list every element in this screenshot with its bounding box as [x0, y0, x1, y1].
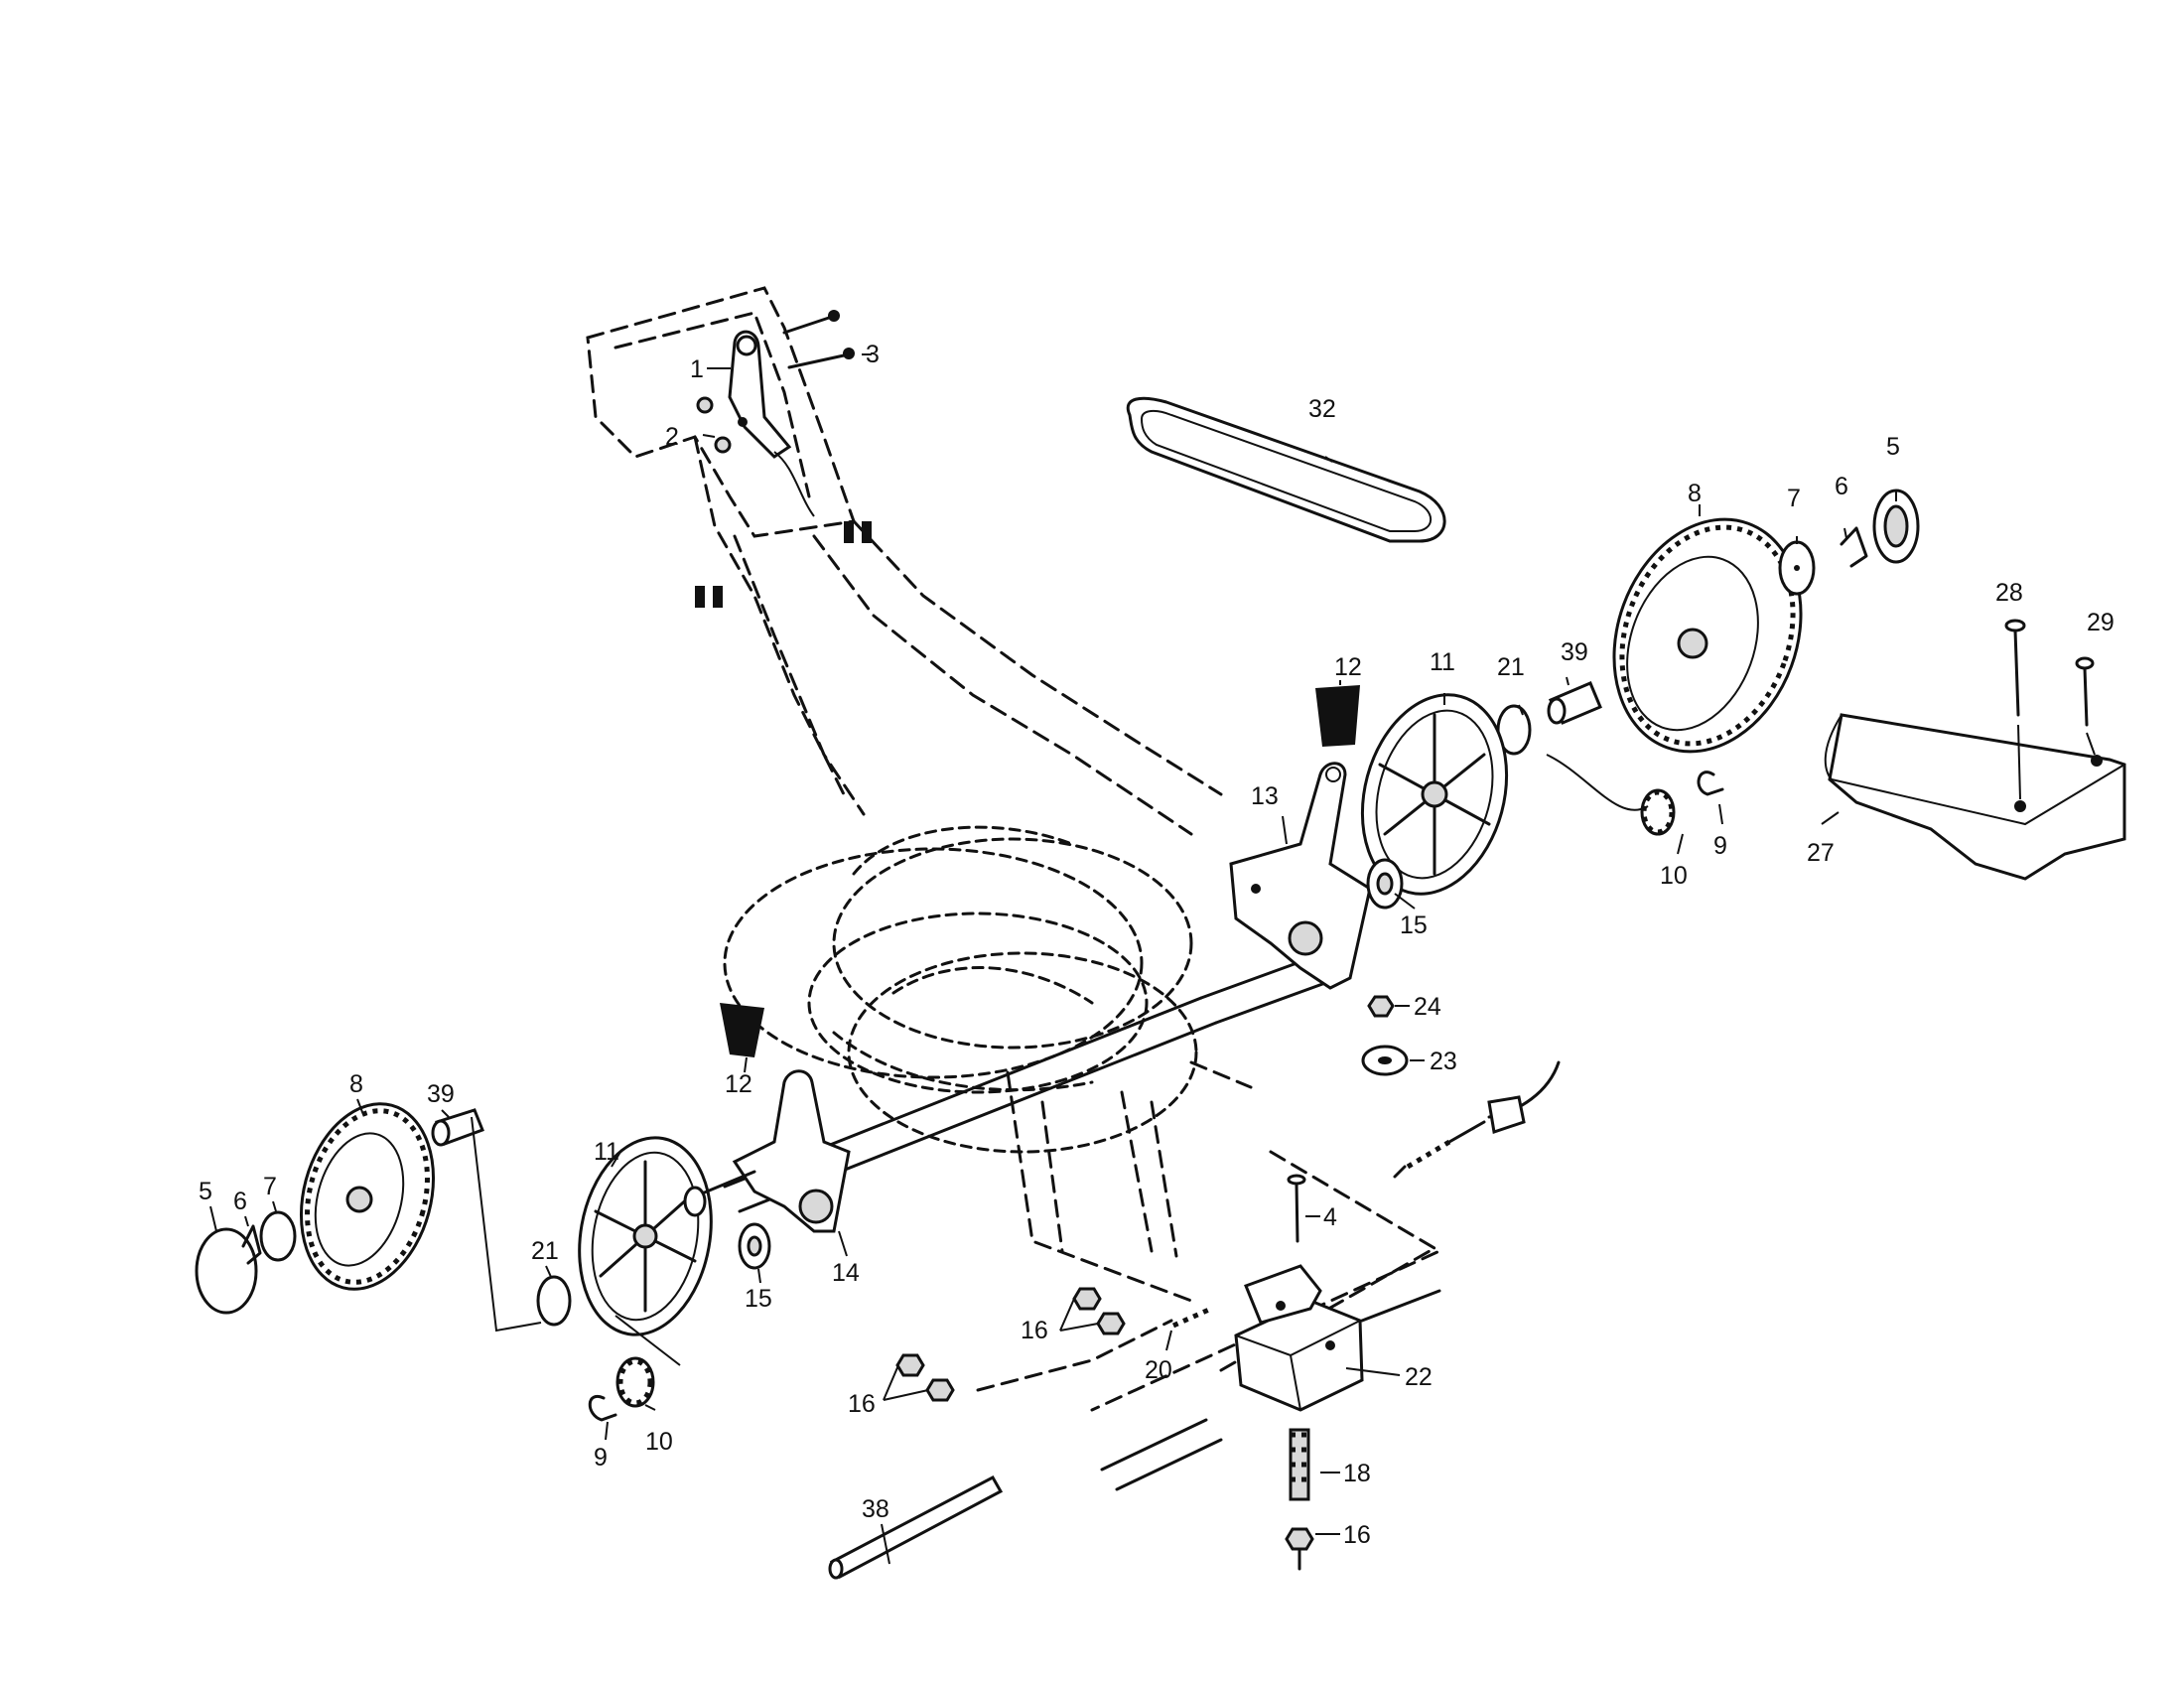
- callout-6-left: 6: [233, 1188, 247, 1215]
- transmission-22: [1100, 1264, 1441, 1491]
- left-height-adjuster-14: [683, 1069, 851, 1233]
- callout-10-right: 10: [1660, 862, 1688, 890]
- lever-nuts: [696, 396, 732, 454]
- callout-23: 23: [1430, 1048, 1457, 1075]
- lever-bolts: [782, 310, 855, 369]
- callout-16-left: 16: [848, 1390, 876, 1418]
- callout-15-left: 15: [745, 1285, 772, 1313]
- callout-14: 14: [832, 1259, 860, 1287]
- right-spacer-39: [1547, 681, 1602, 725]
- spring-20: [1171, 1306, 1213, 1329]
- callout-7-right: 7: [1787, 485, 1801, 512]
- callout-8-right: 8: [1688, 480, 1702, 507]
- callout-16-bottom: 16: [1343, 1521, 1371, 1549]
- drive-belt: [1126, 396, 1446, 543]
- left-wheel-hub-11: [578, 1136, 713, 1336]
- right-washer-7: [1778, 540, 1816, 596]
- callout-11-right: 11: [1430, 648, 1455, 676]
- right-clip-6: [1840, 526, 1868, 568]
- right-wheel-hub-11: [1360, 693, 1509, 896]
- callout-7-left: 7: [263, 1173, 277, 1200]
- callout-9-left: 9: [594, 1444, 608, 1472]
- rear-skirt-bolt-28: [2004, 619, 2026, 800]
- right-bearing-15: [1366, 858, 1404, 910]
- engine-outline: [723, 825, 1198, 1154]
- callout-21-right: 21: [1497, 653, 1525, 681]
- callout-1: 1: [690, 355, 704, 383]
- deck-outline: [976, 1060, 1443, 1412]
- callout-5-right: 5: [1886, 433, 1900, 461]
- callout-39-left: 39: [427, 1080, 455, 1108]
- right-hubcap-5: [1872, 489, 1920, 564]
- bearing-23: [1361, 1045, 1409, 1076]
- left-washer-21: [536, 1275, 572, 1327]
- nut-16-bottom: [1285, 1527, 1314, 1571]
- right-retaining-ring-9: [1697, 771, 1724, 796]
- left-bearing-15: [738, 1222, 771, 1270]
- callout-labels: 1 2 3 32 5 6 7 8 28 29 12 11 21 39 13 15…: [199, 341, 2115, 1549]
- callout-11-left: 11: [594, 1138, 619, 1166]
- callout-27: 27: [1807, 839, 1835, 867]
- callout-3: 3: [866, 341, 880, 368]
- callout-22: 22: [1405, 1363, 1433, 1391]
- callout-28: 28: [1995, 579, 2023, 607]
- right-shift-knob-12: [1315, 685, 1360, 747]
- spring-18: [1289, 1428, 1310, 1501]
- callout-12-left: 12: [725, 1070, 752, 1098]
- left-pinion-gear-10: [615, 1356, 655, 1408]
- right-height-adjuster-13: [1229, 762, 1372, 990]
- callout-5-left: 5: [199, 1178, 212, 1205]
- callout-18: 18: [1343, 1460, 1371, 1487]
- cable-and-spring: [1393, 1060, 1561, 1179]
- drive-rod-38: [828, 1474, 1004, 1580]
- callout-21-left: 21: [531, 1237, 559, 1265]
- callout-29: 29: [2087, 609, 2115, 636]
- callout-38: 38: [862, 1495, 889, 1523]
- callout-2: 2: [665, 423, 679, 451]
- left-clip-6: [241, 1224, 262, 1265]
- callout-32: 32: [1308, 395, 1336, 423]
- right-wheel-8: [1612, 517, 1803, 754]
- left-wheel-8: [299, 1102, 436, 1291]
- left-retaining-ring-9: [588, 1394, 617, 1422]
- control-lever-bracket: [728, 330, 815, 517]
- rear-skirt-bolt-29: [2075, 656, 2096, 756]
- callout-39-right: 39: [1561, 638, 1588, 666]
- nut-24: [1367, 995, 1395, 1018]
- rear-skirt-27: [1824, 713, 2126, 881]
- nuts-16-pair-left: [895, 1353, 955, 1402]
- left-washer-7: [259, 1210, 297, 1262]
- callout-4: 4: [1323, 1203, 1337, 1231]
- bolt-4: [1287, 1174, 1306, 1243]
- callout-12-right: 12: [1334, 653, 1362, 681]
- callout-6-right: 6: [1835, 473, 1848, 500]
- callout-24: 24: [1414, 993, 1441, 1021]
- leader-lines: [209, 353, 1897, 1565]
- left-hubcap-5: [195, 1227, 258, 1315]
- callout-8-left: 8: [349, 1070, 363, 1098]
- callout-20: 20: [1145, 1356, 1172, 1384]
- callout-13: 13: [1251, 782, 1279, 810]
- callout-10-left: 10: [645, 1428, 673, 1456]
- right-pinion-gear-10: [1640, 788, 1676, 836]
- callout-9-right: 9: [1713, 832, 1727, 860]
- callout-15-right: 15: [1400, 912, 1428, 939]
- handle-outline: [586, 286, 1223, 836]
- left-shift-knob-12: [720, 1003, 764, 1057]
- callout-16-middle: 16: [1021, 1317, 1048, 1344]
